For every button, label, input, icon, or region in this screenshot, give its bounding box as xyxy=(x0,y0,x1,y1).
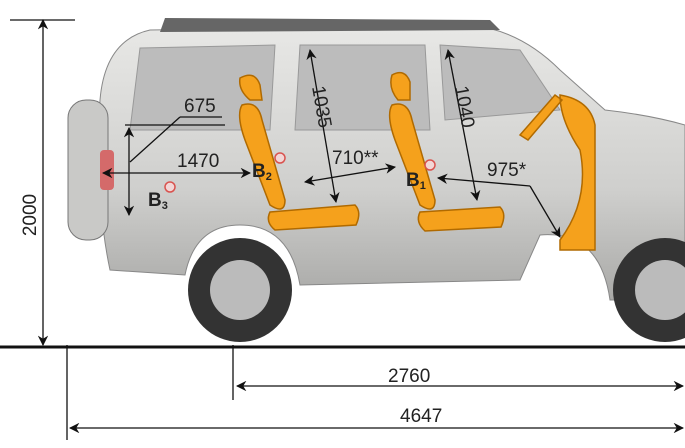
rear-seat-back xyxy=(238,74,286,210)
front-seat-cushion xyxy=(417,206,505,232)
point-b3-label: B3 xyxy=(148,190,168,212)
seats xyxy=(238,71,596,251)
height-label: 2000 xyxy=(20,194,41,236)
seat-gap-label: 710** xyxy=(332,148,379,169)
dashboard-steering xyxy=(518,93,596,251)
front-legroom-label: 975* xyxy=(487,160,527,181)
rear-cargo-length-label: 1470 xyxy=(177,151,219,172)
reference-point-markers xyxy=(164,152,436,193)
rear-cargo-height-label: 675 xyxy=(184,96,216,117)
wheelbase-label: 2760 xyxy=(388,366,430,387)
rear-seat-cushion xyxy=(267,204,360,231)
front-seat-back xyxy=(388,71,436,210)
length-label: 4647 xyxy=(400,406,442,427)
dimension-lines xyxy=(0,18,685,440)
point-b2-label: B2 xyxy=(252,161,272,183)
point-b1-label: B1 xyxy=(406,170,426,192)
